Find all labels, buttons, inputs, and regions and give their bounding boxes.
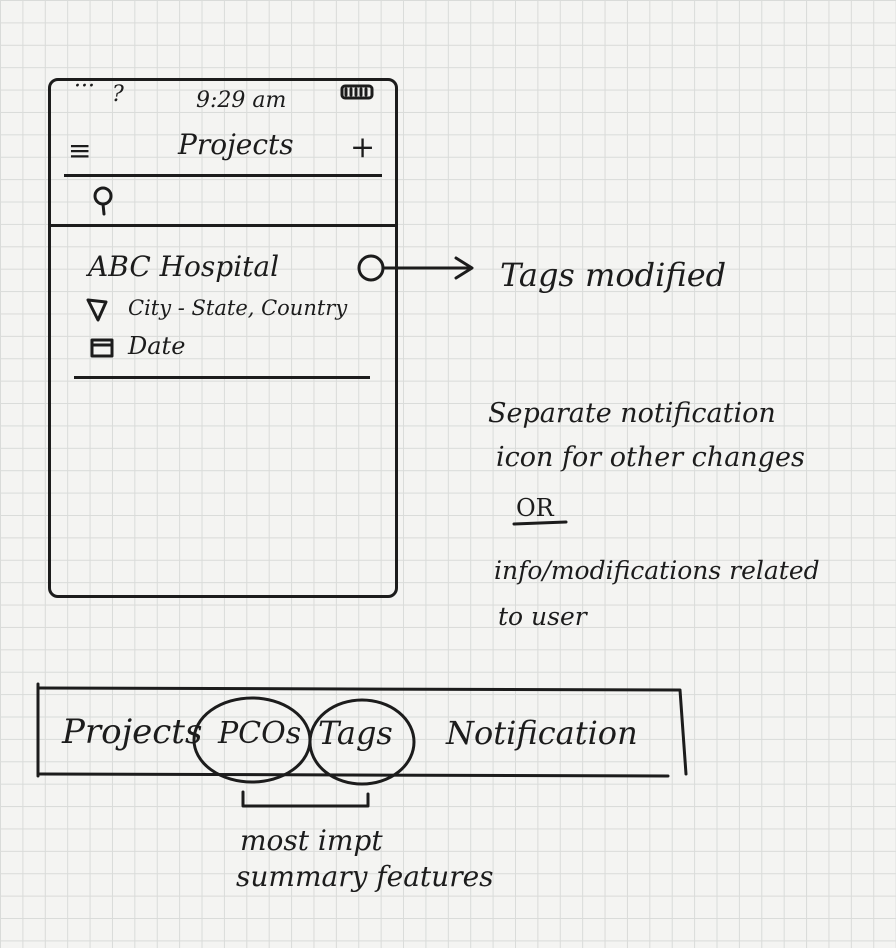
menu-icon[interactable]: ≡ — [68, 134, 92, 167]
info-note-line2: to user — [498, 602, 587, 631]
pin-icon — [86, 298, 108, 322]
tab-projects[interactable]: Projects — [62, 712, 203, 752]
tags-highlight — [308, 698, 416, 786]
tab-tags[interactable]: Tags — [318, 714, 393, 752]
footer-note-line2: summary features — [236, 860, 494, 893]
separate-note-line1: Separate notification — [488, 398, 776, 429]
separate-note-line2: icon for other changes — [496, 442, 805, 473]
tags-modified-note: Tags modified — [500, 256, 727, 294]
or-underline — [512, 520, 568, 526]
footer-note-line1: most impt — [240, 824, 383, 857]
tab-notification[interactable]: Notification — [446, 714, 638, 752]
item-divider — [74, 376, 370, 379]
page-title: Projects — [178, 128, 294, 161]
signal-dots: ··· — [74, 74, 95, 99]
search-divider — [50, 224, 396, 227]
pcos-highlight — [192, 696, 312, 784]
features-bracket — [241, 790, 370, 808]
project-name[interactable]: ABC Hospital — [88, 250, 280, 283]
wifi-icon: ? — [112, 82, 124, 107]
status-time: 9:29 am — [196, 88, 287, 113]
phone-wireframe — [48, 78, 398, 598]
info-note-line1: info/modifications related — [494, 556, 820, 585]
or-label: OR — [516, 494, 554, 522]
project-date: Date — [128, 332, 186, 360]
project-location: City - State, Country — [128, 296, 348, 320]
search-icon[interactable] — [93, 186, 113, 216]
tab-bar-frame — [36, 682, 688, 778]
tab-pcos[interactable]: PCOs — [218, 716, 302, 751]
calendar-icon — [90, 338, 114, 358]
circle-icon[interactable] — [357, 254, 385, 282]
header-divider — [64, 174, 382, 177]
battery-icon — [340, 84, 374, 100]
arrow-to-tags-note — [381, 256, 474, 280]
add-button[interactable]: + — [350, 130, 376, 165]
